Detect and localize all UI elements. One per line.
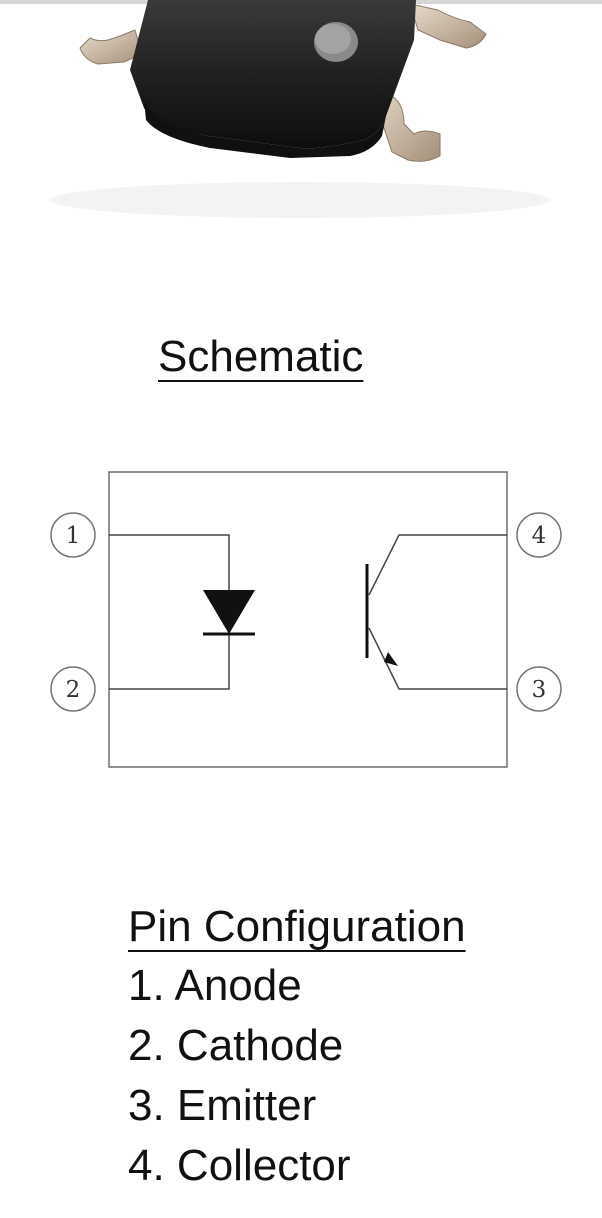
pin-config-item: 3. Emitter	[128, 1081, 317, 1130]
diode-icon	[203, 590, 255, 634]
pin-4-marker: 4	[516, 512, 562, 558]
emitter-wire	[368, 627, 507, 690]
cathode-wire	[109, 634, 230, 690]
anode-wire	[109, 534, 230, 590]
photo-shadow	[50, 182, 550, 218]
lead-top-right	[409, 3, 487, 49]
schematic-title: Schematic	[158, 332, 364, 381]
pin-config-item: 1. Anode	[128, 961, 302, 1010]
pin-2-marker: 2	[50, 666, 96, 712]
pin-3-marker: 3	[516, 666, 562, 712]
pin-config-item: 2. Cathode	[128, 1021, 344, 1070]
pin-1-number: 1	[66, 523, 81, 549]
pin-config-item: 4. Collector	[128, 1141, 351, 1190]
pin-1-marker: 1	[50, 512, 96, 558]
pin-3-number: 3	[532, 677, 547, 703]
collector-wire	[368, 534, 507, 596]
package-side	[144, 100, 386, 158]
component-photo	[50, 0, 550, 218]
pin1-marker-highlight	[315, 24, 351, 54]
pin-configuration-title: Pin Configuration	[128, 902, 466, 951]
lead-left	[79, 29, 143, 65]
pin-4-number: 4	[532, 523, 547, 549]
pin-2-number: 2	[66, 677, 81, 703]
pin-configuration: Pin Configuration 1. Anode 2. Cathode 3.…	[128, 898, 466, 1196]
schematic-diagram: 1 2 4 3	[50, 471, 562, 768]
package-outline	[108, 471, 508, 768]
emitter-arrow-icon	[384, 652, 398, 666]
package-body	[130, 0, 416, 149]
